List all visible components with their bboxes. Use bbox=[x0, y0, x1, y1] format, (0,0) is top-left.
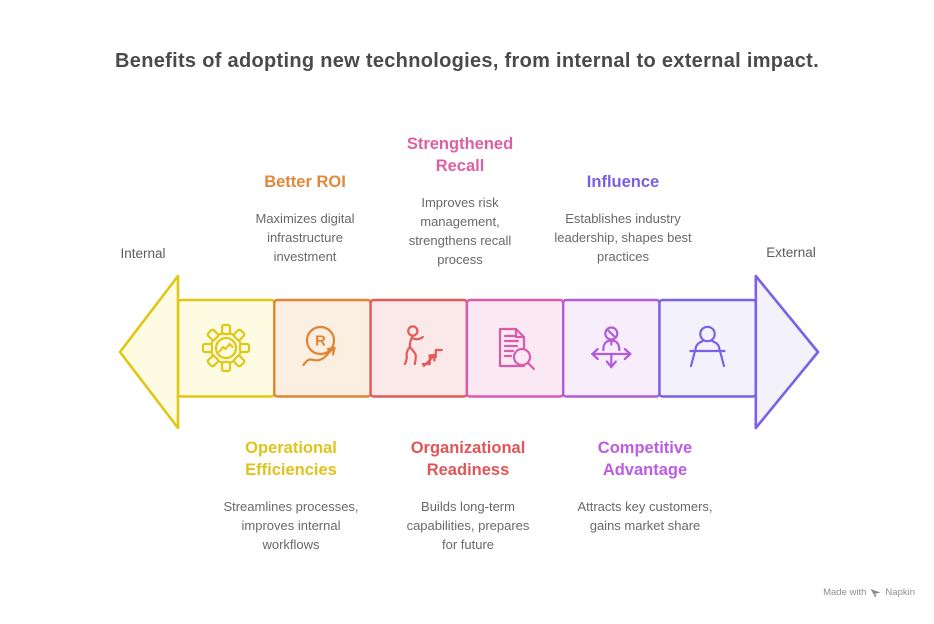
axis-label-internal: Internal bbox=[120, 246, 166, 261]
roi-letter: R bbox=[315, 333, 326, 350]
benefit-heading: Strengthened Recall bbox=[406, 135, 514, 175]
benefit-description: Streamlines processes, improves internal… bbox=[223, 499, 359, 552]
benefit-organizational-readiness: Organizational Readiness Builds long-ter… bbox=[383, 437, 553, 554]
roi-growth-icon: R bbox=[302, 325, 336, 367]
gear-efficiency-icon bbox=[201, 323, 251, 373]
axis-label-external: External bbox=[766, 245, 816, 260]
benefit-description: Improves risk management, strengthens re… bbox=[408, 195, 512, 267]
arrowhead-left bbox=[118, 274, 180, 430]
benefit-competitive-advantage: Competitive Advantage Attracts key custo… bbox=[560, 437, 730, 535]
benefit-strengthened-recall: Strengthened Recall Improves risk manage… bbox=[385, 133, 535, 269]
made-with-label: Made with bbox=[823, 587, 867, 598]
podium-speaker-icon bbox=[689, 325, 726, 368]
benefit-heading: Competitive Advantage bbox=[597, 439, 693, 479]
document-search-icon bbox=[498, 327, 536, 371]
segment-influence bbox=[658, 298, 758, 398]
segment-strengthened-recall bbox=[465, 298, 565, 398]
benefit-description: Builds long-term capabilities, prepares … bbox=[406, 499, 530, 552]
benefit-influence: Influence Establishes industry leadershi… bbox=[541, 171, 705, 266]
stairs-progress-icon bbox=[403, 325, 443, 368]
napkin-brand-label: Napkin bbox=[885, 587, 915, 598]
benefit-heading: Operational Efficiencies bbox=[245, 439, 337, 479]
segment-competitive-advantage bbox=[562, 298, 661, 398]
benefit-heading: Influence bbox=[586, 173, 660, 191]
arrowhead-right bbox=[754, 274, 820, 430]
benefit-description: Establishes industry leadership, shapes … bbox=[554, 211, 692, 264]
benefit-better-roi: Better ROI Maximizes digital infrastruct… bbox=[220, 171, 390, 266]
page-title: Benefits of adopting new technologies, f… bbox=[115, 50, 819, 72]
benefit-heading: Better ROI bbox=[264, 173, 346, 191]
segment-organizational-readiness bbox=[369, 298, 469, 398]
benefit-operational-efficiencies: Operational Efficiencies Streamlines pro… bbox=[206, 437, 376, 554]
benefits-arrow: R bbox=[118, 274, 820, 430]
benefit-description: Attracts key customers, gains market sha… bbox=[577, 499, 713, 533]
benefit-heading: Organizational Readiness bbox=[410, 439, 526, 479]
benefit-description: Maximizes digital infrastructure investm… bbox=[255, 211, 355, 264]
napkin-logo-icon bbox=[870, 589, 881, 598]
made-with-napkin-credit: Made with Napkin bbox=[823, 587, 915, 598]
person-direction-icon bbox=[591, 326, 632, 369]
